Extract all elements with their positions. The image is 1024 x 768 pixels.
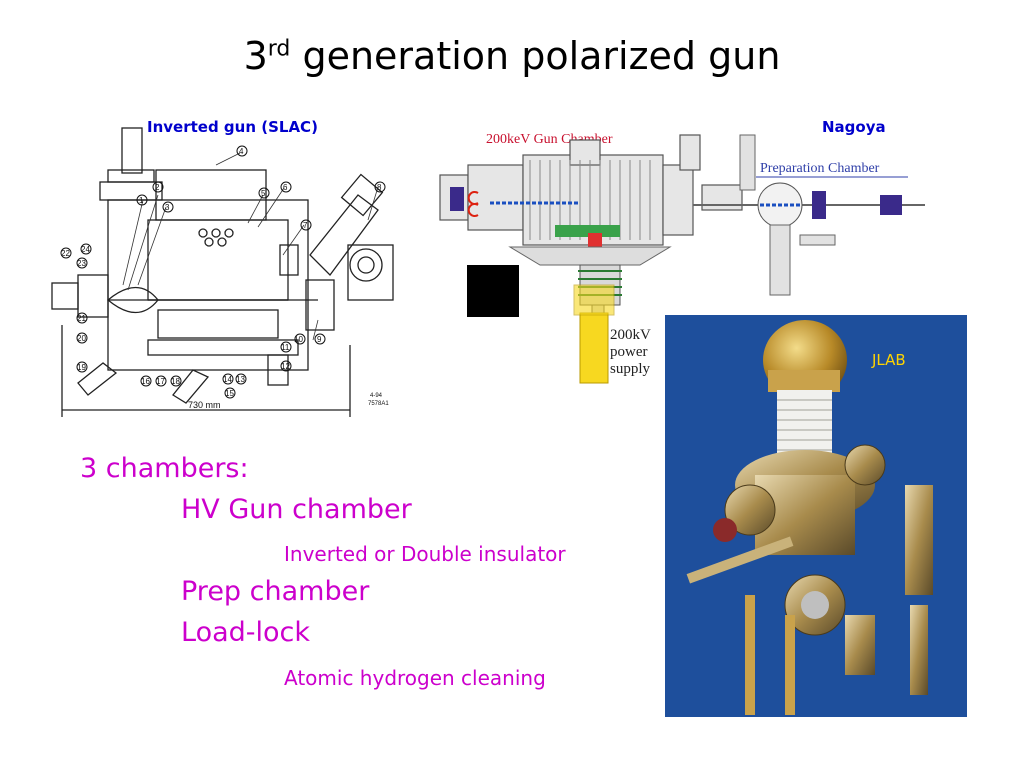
part-label: 4: [239, 147, 244, 156]
part-label: 11: [281, 343, 290, 352]
bullet-load-lock: Load-lock: [181, 617, 311, 648]
title-superscript: rd: [267, 36, 291, 62]
part-label: 18: [171, 377, 180, 386]
jlab-photo: JLAB: [665, 315, 967, 717]
part-label: 5: [261, 189, 266, 198]
part-label: 15: [225, 389, 234, 398]
part-label: 17: [156, 377, 165, 386]
bullet-prep-chamber: Prep chamber: [181, 576, 370, 607]
part-label: 2: [155, 183, 160, 192]
slac-caption: Inverted gun (SLAC): [147, 118, 318, 136]
bullet-hydrogen-cleaning: Atomic hydrogen cleaning: [284, 666, 546, 690]
nagoya-caption: Nagoya: [822, 118, 886, 136]
slac-gun-drawing: 1 2 3 4 5 6 7 8 9 10 11 12 13 14 15 16 1…: [51, 127, 394, 417]
bullet-chambers: 3 chambers:: [80, 453, 249, 484]
part-label: 13: [236, 375, 245, 384]
part-label: 10: [294, 335, 303, 344]
power-supply-line2: power: [610, 344, 648, 360]
title-rest: generation polarized gun: [290, 34, 781, 78]
jlab-caption: JLAB: [872, 351, 906, 369]
title-prefix: 3: [243, 34, 268, 78]
part-label: 22: [61, 249, 70, 258]
ref-code-2: 7578A1: [368, 401, 389, 407]
bullet-insulator: Inverted or Double insulator: [284, 542, 566, 566]
part-label: 21: [77, 314, 86, 323]
part-label: 20: [77, 334, 86, 343]
part-label: 8: [377, 183, 382, 192]
part-label: 1: [139, 196, 144, 205]
part-label: 3: [165, 203, 170, 212]
nagoya-schematic: 200keV Gun Chamber Preparation Chamber: [439, 132, 925, 384]
part-label: 23: [77, 259, 86, 268]
prep-chamber-label: Preparation Chamber: [760, 161, 880, 176]
jlab-apparatus-illustration: [686, 320, 933, 715]
ref-code-1: 4-94: [370, 393, 383, 399]
part-label: 6: [283, 183, 288, 192]
power-supply-line1: 200kV: [610, 327, 651, 343]
part-label: 7: [303, 221, 308, 230]
part-label: 16: [141, 377, 150, 386]
part-label: 14: [223, 375, 232, 384]
bullet-hv-gun-chamber: HV Gun chamber: [181, 494, 412, 525]
power-supply-line3: supply: [610, 361, 651, 377]
part-label: 19: [77, 363, 86, 372]
dimension-label: 730 mm: [188, 400, 221, 410]
slide-title: 3rd generation polarized gun: [0, 34, 1024, 78]
part-label: 12: [281, 362, 290, 371]
part-label: 9: [317, 335, 322, 344]
part-label: 24: [81, 245, 90, 254]
